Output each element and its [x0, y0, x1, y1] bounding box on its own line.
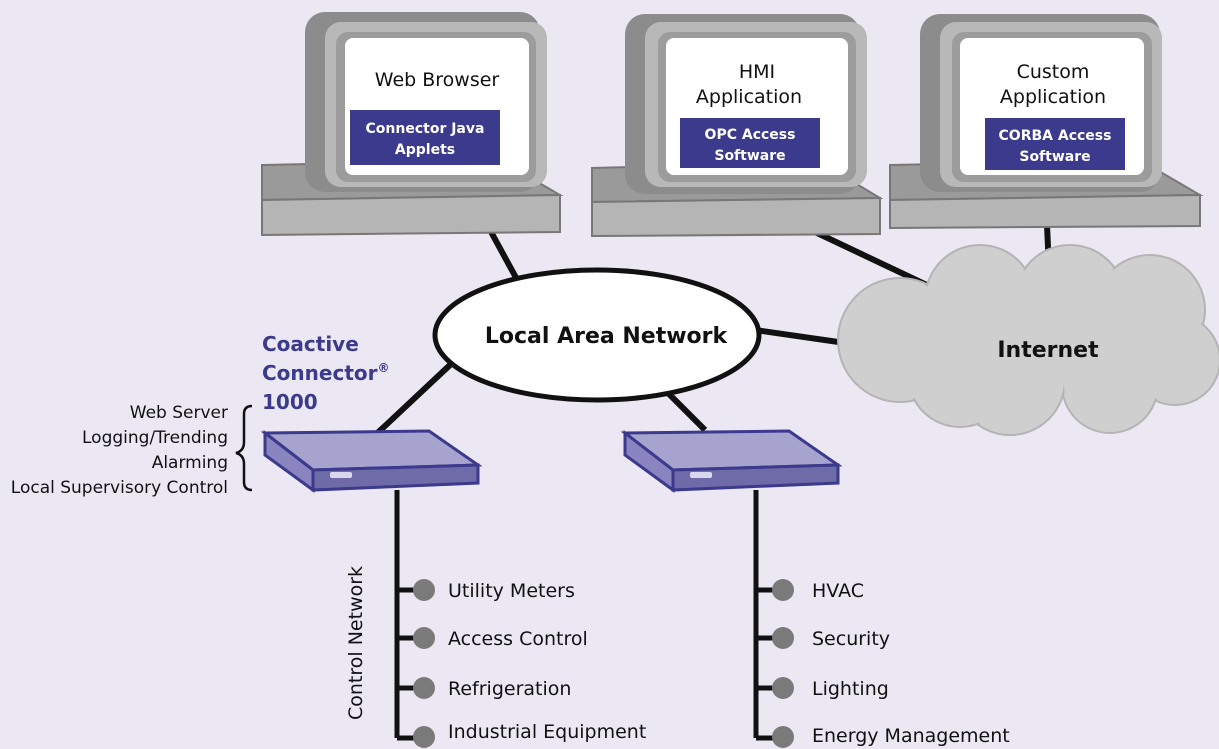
client-subtitle: Application: [696, 86, 802, 108]
device-dot: [413, 579, 435, 601]
device-label: Utility Meters: [448, 580, 575, 602]
device-led: [690, 472, 712, 478]
monitor-base-front: [889, 193, 1201, 230]
client-subtitle: Application: [1000, 86, 1106, 108]
client-web-browser: Web Browser Connector Java Applets: [261, 12, 564, 237]
link-browser-lan: [487, 228, 523, 287]
product-line-3: 1000: [262, 390, 318, 414]
client-title: HMI: [739, 61, 775, 83]
device-label: Refrigeration: [448, 678, 571, 700]
device-dot: [772, 627, 794, 649]
software-label-2: Applets: [395, 142, 455, 158]
software-label-1: OPC Access: [705, 127, 796, 143]
product-label: Coactive Connector® 1000: [262, 332, 389, 414]
software-label-2: Software: [714, 148, 785, 164]
bus-dots-left: [413, 579, 435, 748]
client-title: Custom: [1017, 61, 1090, 83]
control-network-label: Control Network: [345, 566, 367, 720]
client-hmi-application: HMI Application OPC Access Software: [591, 14, 884, 238]
device-side: [623, 429, 675, 493]
lan-ellipse: [432, 267, 762, 403]
device-dot: [413, 627, 435, 649]
feature-list: Web Server Logging/Trending Alarming Loc…: [11, 403, 253, 498]
software-box: [680, 118, 820, 168]
lan-label: Local Area Network: [485, 324, 729, 349]
device-dot: [413, 677, 435, 699]
device-dot: [413, 726, 435, 748]
internet-cloud-fill: [840, 247, 1218, 433]
device-dot: [772, 677, 794, 699]
device-label: Industrial Equipment: [448, 721, 646, 743]
software-box: [985, 118, 1125, 170]
device-dot: [772, 726, 794, 748]
feature-item: Local Supervisory Control: [11, 478, 228, 498]
software-label-1: Connector Java: [366, 121, 485, 137]
monitor-base-front: [591, 196, 881, 238]
device-label: Energy Management: [812, 725, 1010, 747]
control-bus-left: [394, 490, 422, 741]
connector-device-left: [260, 429, 483, 493]
device-led: [330, 472, 352, 478]
software-label-2: Software: [1019, 149, 1090, 165]
product-line-1: Coactive: [262, 332, 359, 356]
bus-dots-right: [772, 579, 794, 748]
device-side: [263, 429, 315, 493]
feature-brace: [235, 404, 253, 492]
monitor-base-front: [261, 193, 561, 237]
product-line-2: Connector®: [262, 361, 389, 385]
device-label: Security: [812, 628, 890, 650]
device-label: Access Control: [448, 628, 588, 650]
software-label-1: CORBA Access: [999, 128, 1112, 144]
link-lan-connector2: [662, 387, 708, 433]
connector-device-right: [620, 429, 843, 493]
control-bus-right: [753, 490, 781, 741]
feature-item: Logging/Trending: [82, 428, 228, 448]
link-lan-connector1: [367, 362, 453, 443]
device-label: HVAC: [812, 580, 864, 602]
internet-label: Internet: [997, 338, 1099, 363]
device-dot: [772, 579, 794, 601]
device-label: Lighting: [812, 678, 889, 700]
client-custom-application: Custom Application CORBA Access Software: [889, 14, 1204, 230]
client-title: Web Browser: [375, 69, 500, 91]
feature-item: Alarming: [152, 453, 228, 473]
software-box: [350, 110, 500, 165]
feature-item: Web Server: [130, 403, 228, 423]
